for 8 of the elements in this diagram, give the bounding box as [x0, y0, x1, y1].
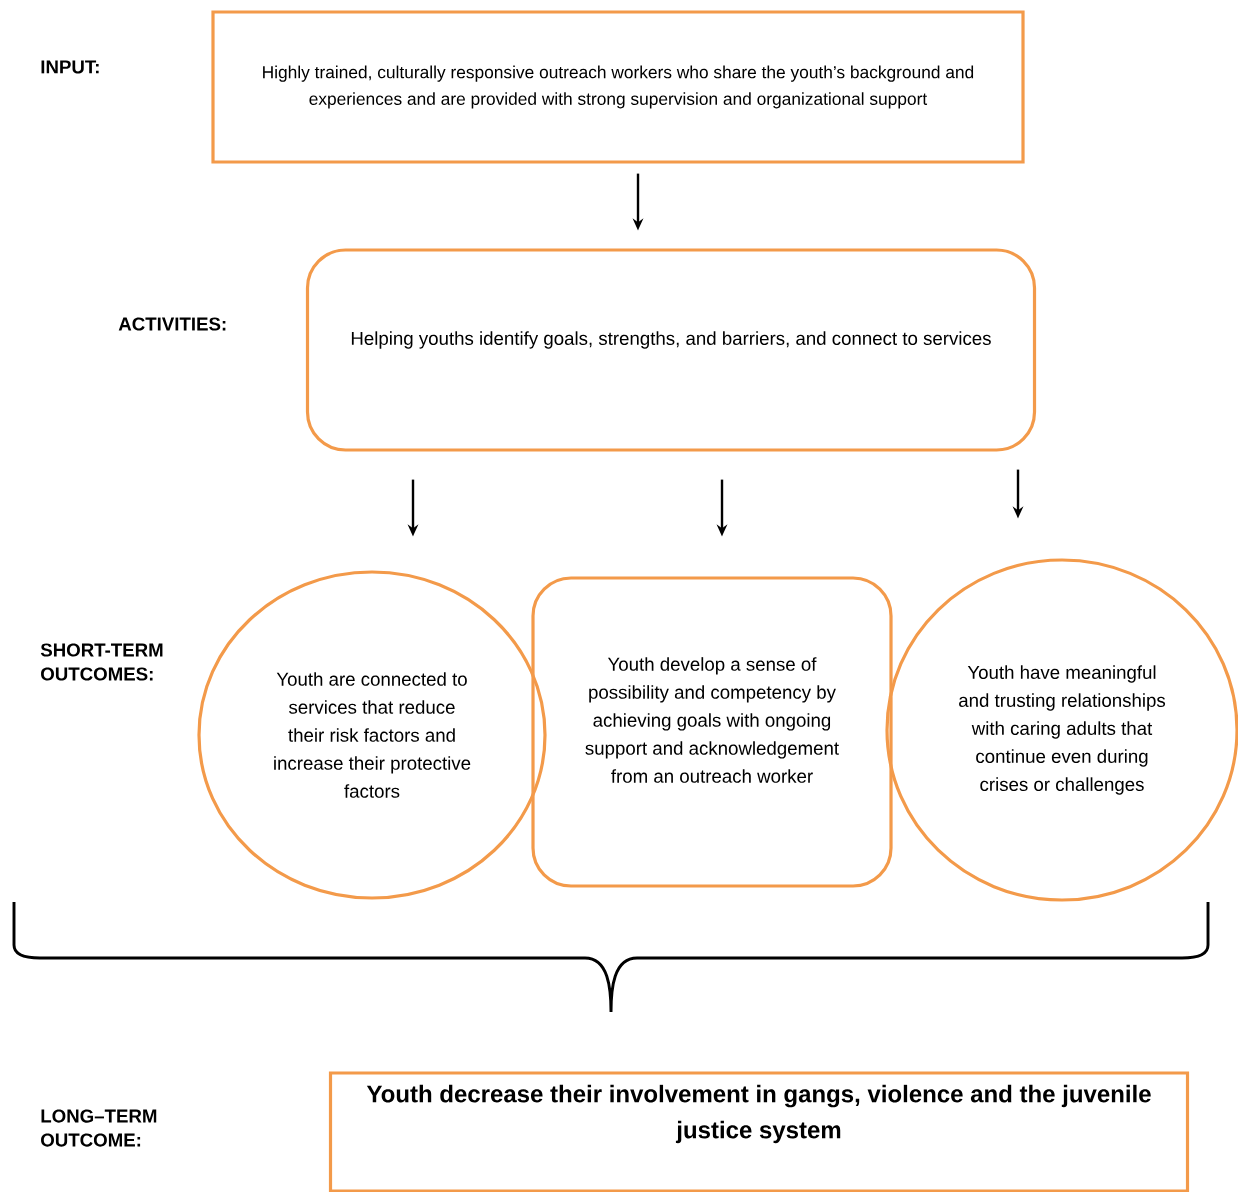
section-label: ACTIVITIES:: [118, 317, 226, 331]
input-box: Highly trained, culturally responsive outreach workers who share the youth’s background and experiences and are provided with strong supervision and organizational support: [211, 10, 1025, 164]
long-term-box: Youth decrease their involvement in gangs, violence and the juvenile justice system: [328, 1071, 1190, 1192]
section-label: LONG–TERM OUTCOME:: [41, 1109, 157, 1147]
activity-box: Helping youths identify goals, strengths, and barriers, and connect to services: [305, 248, 1037, 452]
section-label: INPUT:: [41, 60, 99, 74]
section-label: SHORT-TERM OUTCOMES:: [40, 643, 163, 681]
outcome-box: Youth develop a sense of possibility and competency by achieving goals with ongoing support and acknowledgement from an outreach worker: [531, 576, 893, 888]
